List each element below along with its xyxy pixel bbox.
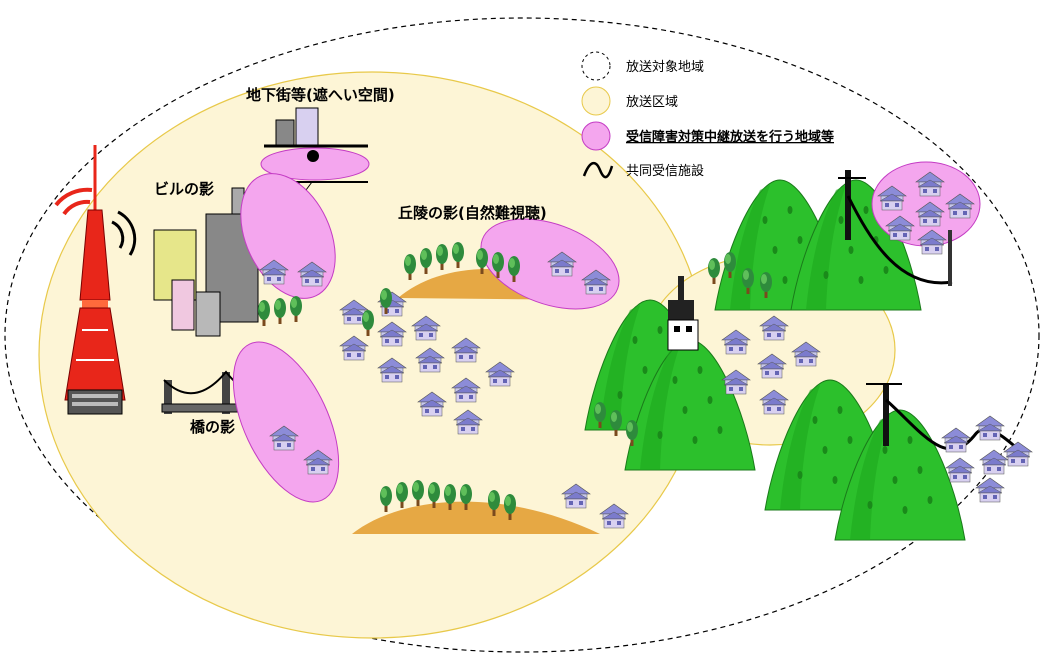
relay-area-underground [260,147,370,181]
label-bridge-shadow: 橋の影 [190,418,235,436]
shared-reception-antenna-top [838,170,953,286]
label-underground: 地下街等(遮へい空間) [246,86,395,104]
broadcast-target-area-boundary [4,17,1040,653]
shared-reception-antenna-lower [866,383,1023,454]
broadcast-tower-icon [54,145,137,415]
label-building-shadow: ビルの影 [154,180,214,198]
legend-broadcast-zone-swatch [581,86,611,116]
label-hill-shadow: 丘陵の影(自然難視聴) [398,204,547,222]
legend-relay-area-label: 受信障害対策中継放送を行う地域等 [626,129,834,145]
legend: 放送対象地域 放送区域 受信障害対策中継放送を行う地域等 共同受信施設 [581,51,834,179]
underground-shelter-illustration [260,107,370,191]
relay-area-hill-shadow [480,218,620,310]
lower-hill [352,501,600,534]
relay-station-icon [667,276,699,351]
legend-relay-area-swatch [581,121,611,151]
legend-target-area-swatch [581,51,611,81]
broadcast-zone-main [38,71,706,639]
legend-broadcast-zone-label: 放送区域 [626,95,678,110]
legend-shared-facility-label: 共同受信施設 [626,163,704,179]
legend-target-area-label: 放送対象地域 [626,60,704,75]
legend-shared-facility-swatch [582,162,614,179]
